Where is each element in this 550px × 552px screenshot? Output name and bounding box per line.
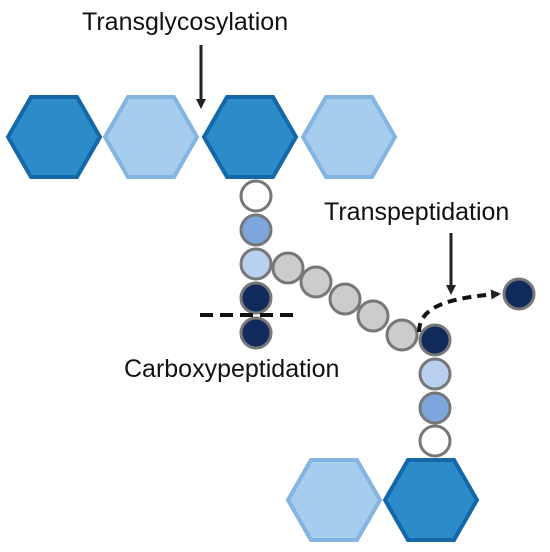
glycan-hexagon [300, 95, 398, 179]
bottom-glycan-strand [285, 458, 480, 542]
glycan-hexagon [285, 458, 383, 542]
bridge-bead [271, 251, 305, 285]
released-amino-acid [502, 277, 536, 311]
glycan-hexagon [5, 95, 103, 179]
amino-acid-bead [239, 281, 273, 315]
bridge-bead [385, 318, 419, 352]
transpeptidation-label: Transpeptidation [324, 198, 509, 226]
amino-acid-bead [239, 179, 273, 213]
amino-acid-bead [418, 391, 452, 425]
cross-bridge [271, 251, 419, 352]
carboxypeptidation-label: Carboxypeptidation [124, 355, 339, 383]
transglycosylation-label: Transglycosylation [82, 8, 288, 36]
acceptor-stem-peptide [418, 323, 452, 458]
top-glycan-strand [5, 95, 398, 179]
release-dashed-arrow [417, 289, 501, 333]
amino-acid-bead [239, 247, 273, 281]
amino-acid-bead [239, 316, 273, 350]
bridge-bead [356, 299, 390, 333]
amino-acid-bead [418, 357, 452, 391]
bridge-bead [299, 265, 333, 299]
donor-stem-peptide [239, 179, 273, 350]
glycan-hexagon [102, 95, 200, 179]
glycan-hexagon [201, 95, 299, 179]
amino-acid-bead [418, 424, 452, 458]
bridge-bead [328, 282, 362, 316]
glycan-hexagon [382, 458, 480, 542]
amino-acid-bead [239, 213, 273, 247]
amino-acid-bead [418, 323, 452, 357]
